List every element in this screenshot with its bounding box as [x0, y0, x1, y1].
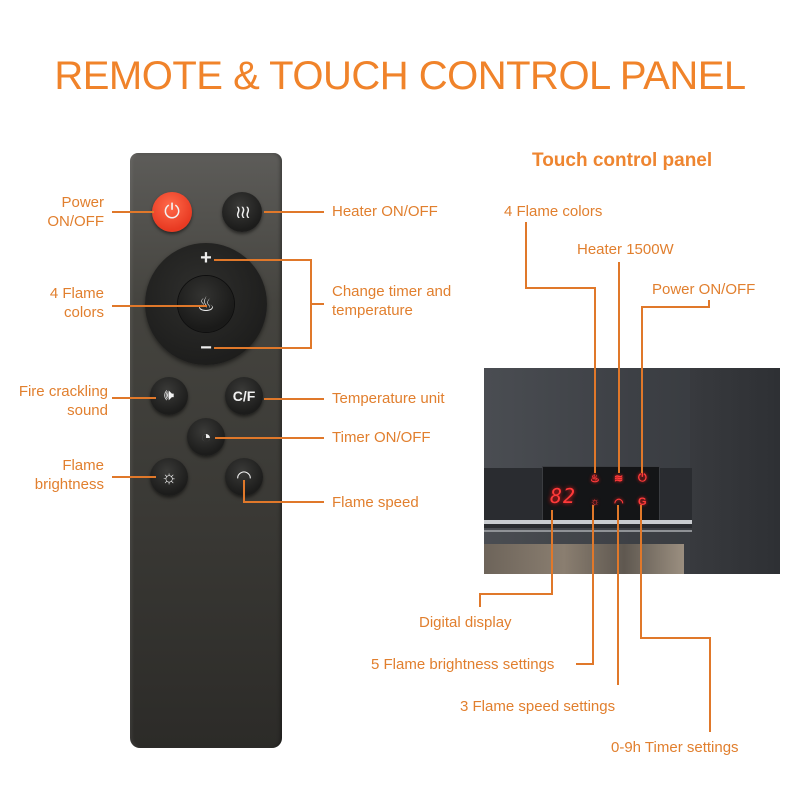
label-line: sound [67, 402, 108, 419]
minus-icon: − [200, 337, 212, 359]
leader-line [708, 300, 710, 308]
label-line: ON/OFF [47, 213, 104, 230]
leader-line [618, 262, 620, 473]
leader-line [310, 303, 324, 305]
power-touch-icon[interactable]: ⏻ [638, 472, 647, 484]
label-power: Power ON/OFF [40, 193, 104, 231]
leader-line [479, 593, 481, 607]
label-line: temperature [332, 302, 413, 319]
label-line: colors [63, 304, 104, 321]
label-brightness-settings: 5 Flame brightness settings [371, 656, 555, 673]
leader-line [525, 287, 595, 289]
leader-line [617, 505, 619, 685]
leader-line [479, 593, 553, 595]
brightness-touch-icon[interactable]: ☼ [590, 496, 601, 508]
label-flame-speed: Flame speed [332, 494, 419, 511]
leader-line [215, 437, 324, 439]
label-temp-unit: Temperature unit [332, 390, 445, 407]
celsius-fahrenheit-icon: C/F [232, 388, 256, 404]
leader-line [214, 347, 311, 349]
label-panel-heater: Heater 1500W [577, 241, 674, 258]
leader-line [641, 306, 710, 308]
label-line: Power [61, 194, 104, 211]
label-speed-settings: 3 Flame speed settings [460, 698, 616, 715]
label-line: brightness [34, 476, 104, 493]
plus-icon: + [200, 247, 212, 269]
timer-touch-icon[interactable]: G [638, 496, 647, 508]
leader-line [576, 663, 594, 665]
leader-line [112, 305, 207, 307]
leader-line [243, 480, 245, 502]
label-digital-display: Digital display [419, 614, 512, 631]
label-timer-settings: 0-9h Timer settings [611, 739, 739, 756]
leader-line [640, 637, 710, 639]
label-panel-flame-colors: 4 Flame colors [504, 203, 603, 220]
speaker-icon: 🕪 [163, 387, 175, 404]
heat-waves-icon: ≀≀≀ [234, 201, 251, 222]
label-timer: Timer ON/OFF [332, 429, 431, 446]
leader-line [112, 211, 154, 213]
brightness-button[interactable]: ☼ [150, 458, 188, 496]
leader-line [525, 222, 527, 288]
dial-ring: + ♨ − [145, 243, 267, 365]
power-button[interactable]: ⏻ [152, 192, 192, 232]
touch-panel-photo: 82 ♨ ≋ ⏻ ☼ ◠ G [484, 368, 780, 574]
flame-icon: ♨ [197, 292, 215, 317]
flame-color-touch-icon[interactable]: ♨ [590, 473, 600, 485]
leader-line [592, 505, 594, 664]
page-title: REMOTE & TOUCH CONTROL PANEL [54, 54, 746, 98]
label-heater: Heater ON/OFF [332, 203, 438, 220]
leader-line [709, 637, 711, 732]
panel-trim [484, 520, 692, 524]
label-line: Flame [62, 457, 104, 474]
plus-button[interactable]: + [145, 247, 267, 270]
digital-display: 82 [550, 484, 577, 508]
label-line: Fire crackling [18, 383, 108, 400]
leader-line [640, 505, 642, 638]
heater-button[interactable]: ≀≀≀ [222, 192, 262, 232]
heater-touch-icon[interactable]: ≋ [614, 473, 624, 485]
label-brightness: Flame brightness [20, 456, 104, 494]
fireplace-logs [484, 544, 684, 574]
leader-line [551, 510, 553, 594]
leader-line [594, 287, 596, 473]
leader-line [264, 398, 324, 400]
label-flame-colors: 4 Flame colors [20, 284, 104, 322]
sound-button[interactable]: 🕪 [150, 377, 188, 415]
label-panel-power: Power ON/OFF [652, 281, 756, 298]
leader-line [112, 476, 156, 478]
leader-line [112, 397, 156, 399]
speedometer-icon: ◠ [236, 466, 252, 487]
label-line: Change timer and [332, 283, 452, 300]
leader-line [641, 306, 643, 473]
label-line: 4 Flame [49, 285, 104, 302]
panel-frame [690, 368, 780, 574]
flame-color-button[interactable]: ♨ [178, 276, 234, 332]
leader-line [243, 501, 324, 503]
label-sound: Fire crackling sound [2, 382, 108, 420]
panel-trim [484, 530, 692, 532]
timer-icon: ◔ [200, 426, 212, 447]
speed-touch-icon[interactable]: ◠ [614, 497, 624, 509]
temp-unit-button[interactable]: C/F [225, 377, 263, 415]
minus-button[interactable]: − [145, 337, 267, 360]
sun-icon: ☼ [160, 466, 178, 487]
leader-line [214, 259, 311, 261]
label-timer-temperature: Change timer and temperature [332, 282, 451, 320]
touch-panel-title: Touch control panel [532, 150, 713, 171]
leader-line [264, 211, 324, 213]
power-icon: ⏻ [164, 200, 180, 223]
